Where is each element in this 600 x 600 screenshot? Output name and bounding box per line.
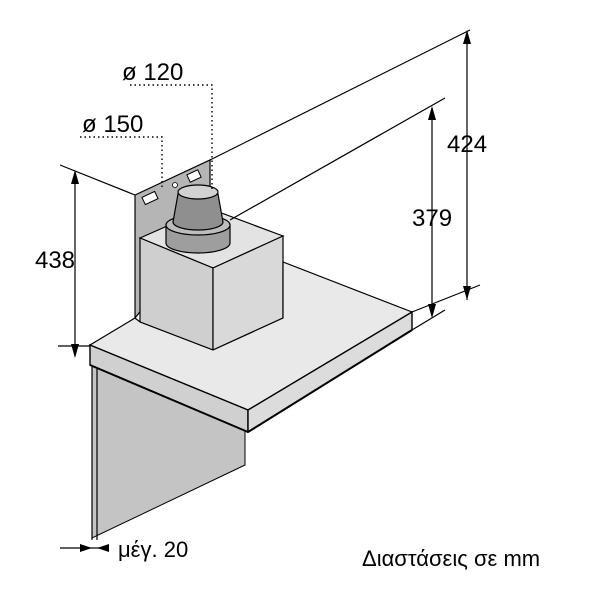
- duct-connector-top: [177, 184, 219, 200]
- leader-dotted-120: [130, 84, 213, 190]
- ext-line-bottom-379: [411, 309, 446, 331]
- label-height-424: 424: [447, 131, 487, 158]
- ext-line-top-438: [59, 164, 136, 196]
- arrow-424-top: [463, 30, 471, 44]
- ext-line-top-424: [209, 29, 471, 161]
- ext-line-top-379: [229, 97, 446, 221]
- leader-dotted-150: [80, 136, 163, 190]
- arrow-379-bottom: [428, 304, 436, 318]
- bracket-hole: [172, 182, 178, 188]
- label-max-depth-20: μέγ. 20: [118, 537, 188, 562]
- label-duct-diameter-150: ø 150: [82, 111, 143, 138]
- caption-units: Διαστάσεις σε mm: [362, 546, 540, 571]
- canopy-lower-edge: [89, 364, 249, 433]
- arrow-379-top: [428, 106, 436, 120]
- arrow-438-top: [71, 170, 79, 184]
- label-height-379: 379: [412, 205, 452, 232]
- arrow-max20-right: [97, 544, 109, 552]
- label-duct-diameter-120: ø 120: [122, 59, 183, 86]
- bracket-slot-right: [186, 169, 202, 183]
- arrow-424-bottom: [463, 286, 471, 300]
- arrow-max20-left: [80, 544, 92, 552]
- arrow-438-bottom: [71, 344, 79, 358]
- duct-connector-neck: [172, 193, 224, 231]
- canopy-lower-edge-right: [247, 329, 413, 433]
- bracket-slot-left: [141, 190, 159, 206]
- label-height-438: 438: [35, 247, 75, 274]
